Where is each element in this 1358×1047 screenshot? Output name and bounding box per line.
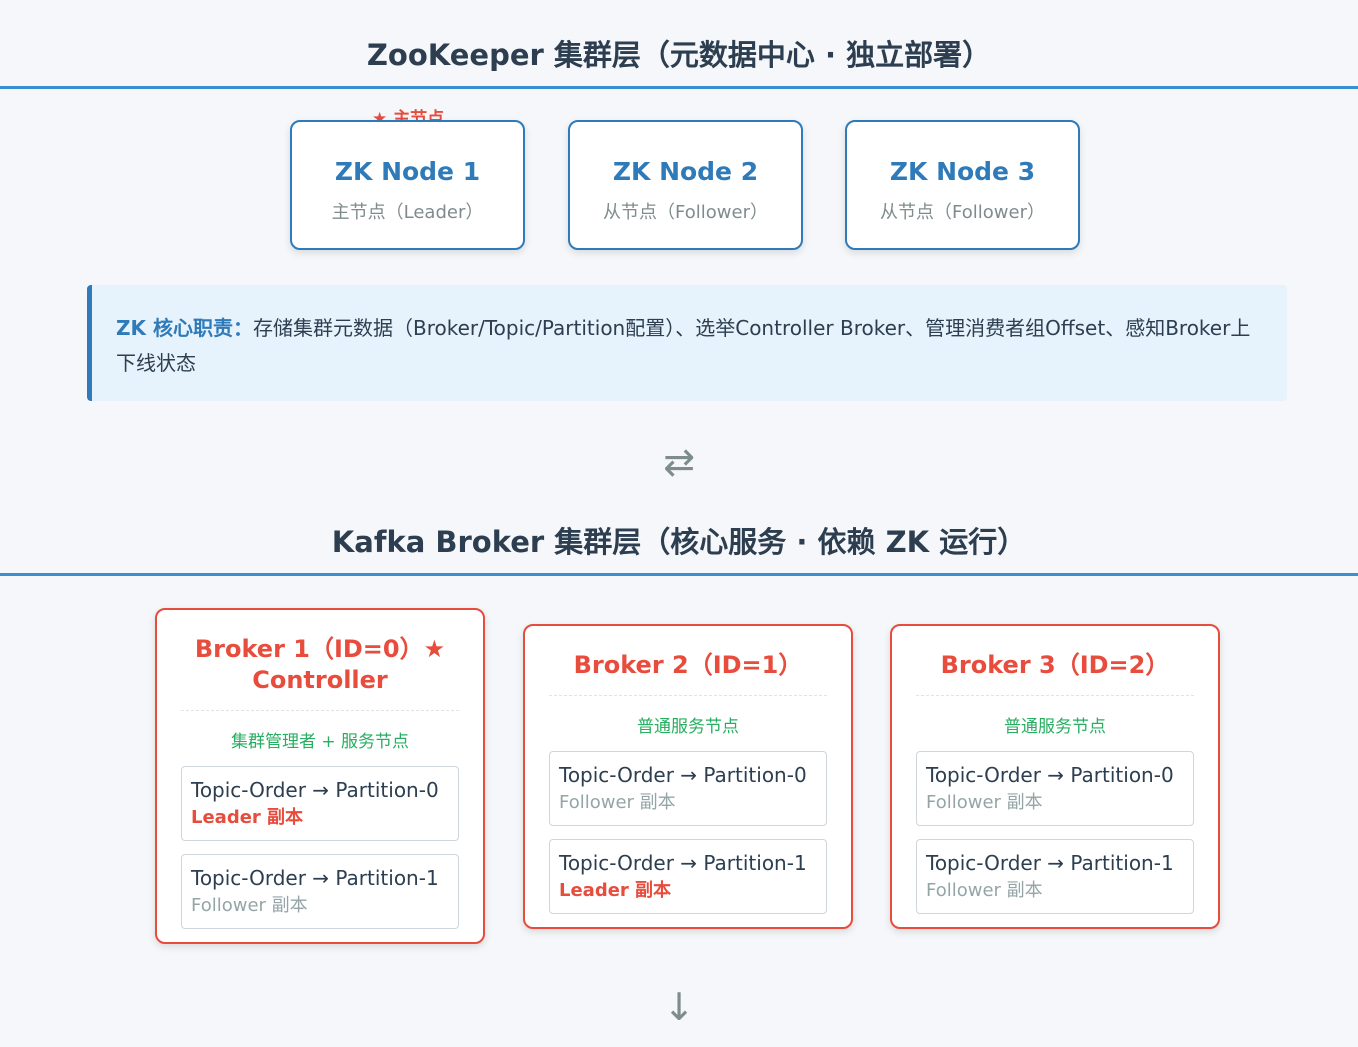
zk-layer-title: ZooKeeper 集群层（元数据中心 · 独立部署） <box>366 38 992 72</box>
zk-duty-label: ZK 核心职责： <box>116 316 253 340</box>
partition-item: Topic-Order → Partition-1 Follower 副本 <box>916 839 1194 914</box>
partition-item: Topic-Order → Partition-0 Leader 副本 <box>181 766 459 841</box>
zk-node-1: ZK Node 1 主节点（Leader） <box>290 120 525 250</box>
replica-role: Follower 副本 <box>926 792 1043 813</box>
zk-node-name: ZK Node 3 <box>889 157 1036 186</box>
zk-node-role: 主节点（Leader） <box>331 202 484 223</box>
zk-duty-callout: ZK 核心职责：存储集群元数据（Broker/Topic/Partition配置… <box>87 285 1287 401</box>
broker-title-line: Broker 1（ID=0）★ <box>194 635 446 663</box>
broker-layer-divider <box>0 573 1358 576</box>
broker-title-line: Broker 2（ID=1） <box>573 651 803 679</box>
broker-title: Broker 3（ID=2） <box>916 650 1194 696</box>
broker-card-1: Broker 1（ID=0）★ Controller 集群管理者 + 服务节点 … <box>155 608 485 944</box>
partition-name: Topic-Order → Partition-1 <box>926 851 1174 875</box>
zk-node-name: ZK Node 2 <box>612 157 759 186</box>
partition-item: Topic-Order → Partition-1 Follower 副本 <box>181 854 459 929</box>
partition-name: Topic-Order → Partition-0 <box>559 763 807 787</box>
partition-item: Topic-Order → Partition-1 Leader 副本 <box>549 839 827 914</box>
partition-item: Topic-Order → Partition-0 Follower 副本 <box>549 751 827 826</box>
partition-name: Topic-Order → Partition-0 <box>926 763 1174 787</box>
broker-title: Broker 2（ID=1） <box>549 650 827 696</box>
broker-controller-label: Controller <box>252 666 388 694</box>
broker-role: 普通服务节点 <box>637 717 739 737</box>
replica-role: Follower 副本 <box>926 880 1043 901</box>
zk-node-3: ZK Node 3 从节点（Follower） <box>845 120 1080 250</box>
replica-role: Leader 副本 <box>191 807 304 828</box>
zk-layer-divider <box>0 86 1358 89</box>
zk-node-name: ZK Node 1 <box>334 157 481 186</box>
partition-name: Topic-Order → Partition-1 <box>191 866 439 890</box>
zk-duty-text: 存储集群元数据（Broker/Topic/Partition配置）、选举Cont… <box>116 316 1251 375</box>
zk-node-role: 从节点（Follower） <box>880 202 1045 223</box>
broker-role: 集群管理者 + 服务节点 <box>230 732 410 752</box>
broker-card-3: Broker 3（ID=2） 普通服务节点 Topic-Order → Part… <box>890 624 1220 929</box>
zk-node-2: ZK Node 2 从节点（Follower） <box>568 120 803 250</box>
down-arrow-icon: ↓ <box>663 985 695 1029</box>
broker-card-2: Broker 2（ID=1） 普通服务节点 Topic-Order → Part… <box>523 624 853 929</box>
replica-role: Leader 副本 <box>559 880 672 901</box>
partition-name: Topic-Order → Partition-1 <box>559 851 807 875</box>
broker-layer-title: Kafka Broker 集群层（核心服务 · 依赖 ZK 运行） <box>331 525 1027 559</box>
partition-name: Topic-Order → Partition-0 <box>191 778 439 802</box>
zk-node-role: 从节点（Follower） <box>603 202 768 223</box>
bidirectional-arrow-icon: ⇄ <box>663 440 695 484</box>
broker-title-line: Broker 3（ID=2） <box>940 651 1170 679</box>
replica-role: Follower 副本 <box>191 895 308 916</box>
replica-role: Follower 副本 <box>559 792 676 813</box>
partition-item: Topic-Order → Partition-0 Follower 副本 <box>916 751 1194 826</box>
broker-role: 普通服务节点 <box>1004 717 1106 737</box>
broker-title: Broker 1（ID=0）★ Controller <box>181 634 459 711</box>
